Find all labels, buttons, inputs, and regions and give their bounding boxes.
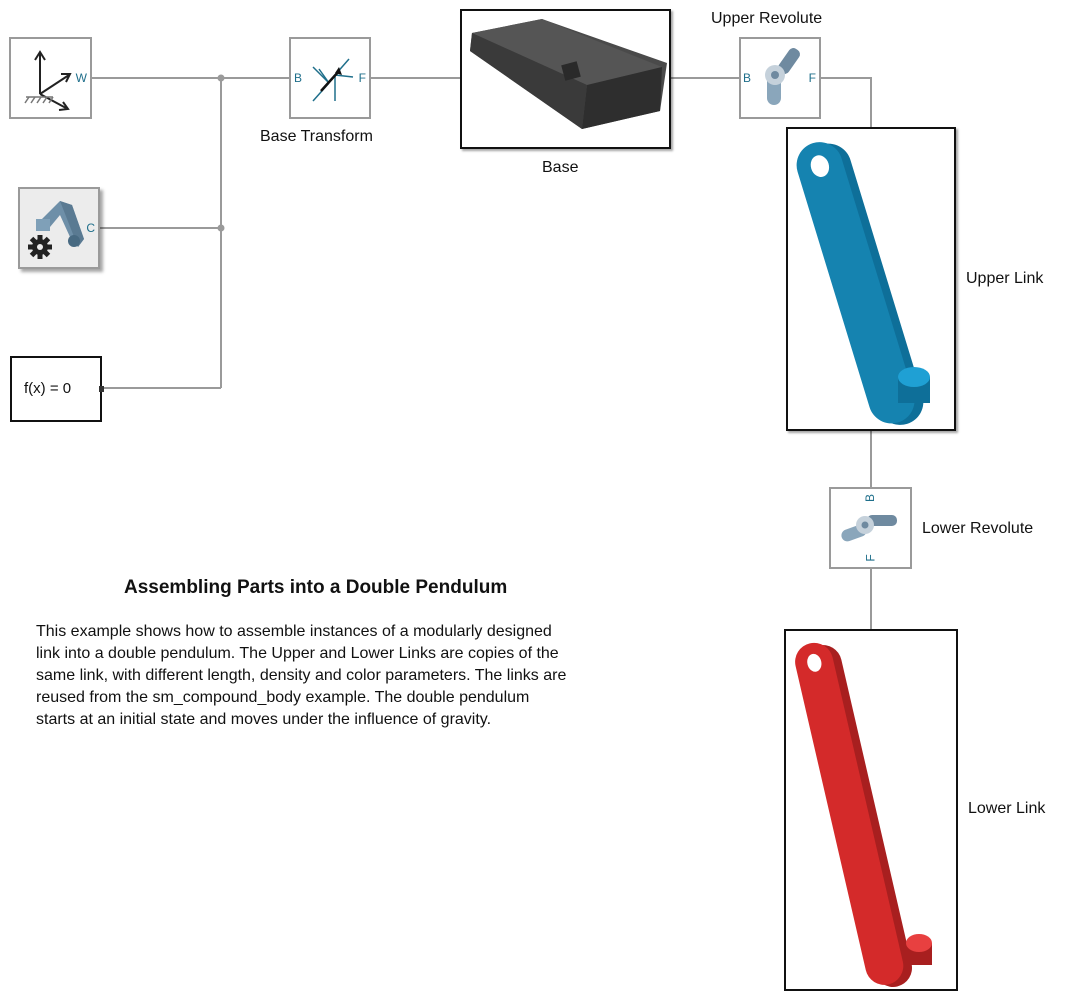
junction-dot	[217, 74, 225, 82]
lower-link-label: Lower Link	[968, 800, 1046, 817]
revolute-joint-icon	[841, 515, 897, 542]
port-b-label: B	[294, 71, 303, 85]
port-b-label: B	[743, 71, 752, 85]
lower-revolute-block[interactable]: B F	[829, 487, 912, 569]
annotation-line: link into a double pendulum. The Upper a…	[36, 645, 559, 662]
transform-frames-icon	[312, 58, 354, 102]
port-c-label: C	[86, 221, 95, 235]
world-frame-icon	[24, 50, 72, 111]
port-b-label: B	[863, 493, 878, 503]
annotation-line: starts at an initial state and moves und…	[36, 711, 492, 728]
port-f-label: F	[863, 554, 878, 562]
annotation-title: Assembling Parts into a Double Pendulum	[124, 577, 508, 598]
base-transform-label: Base Transform	[260, 128, 373, 145]
upper-link-part-icon	[796, 142, 930, 425]
upper-revolute-label: Upper Revolute	[711, 10, 823, 27]
annotation-line: reused from the sm_compound_body example…	[36, 689, 530, 706]
base-transform-block[interactable]: B F	[289, 37, 371, 119]
port-f-label: F	[808, 71, 816, 85]
annotation-line: This example shows how to assemble insta…	[36, 623, 552, 640]
annotation-description: This example shows how to assemble insta…	[36, 621, 716, 731]
base-label: Base	[542, 159, 579, 176]
port-w-label: W	[75, 71, 87, 85]
world-frame-block[interactable]: W	[9, 37, 92, 119]
lower-revolute-label: Lower Revolute	[922, 520, 1034, 537]
constraint-expression: f(x) = 0	[24, 380, 72, 397]
base-block[interactable]	[460, 9, 671, 149]
solver-constraint-block[interactable]: f(x) = 0	[10, 356, 104, 422]
upper-revolute-block[interactable]: B F	[739, 37, 821, 119]
constraint-port	[99, 386, 104, 392]
port-f-label: F	[358, 71, 366, 85]
upper-link-label: Upper Link	[966, 270, 1044, 287]
robot-arm-gear-icon	[20, 189, 98, 267]
annotation-line: same link, with different length, densit…	[36, 667, 567, 684]
revolute-joint-icon	[765, 48, 800, 105]
lower-link-part-icon	[795, 642, 932, 987]
base-plate-icon	[470, 19, 667, 129]
wire-revolute-to-upper-link	[820, 77, 872, 128]
junction-dot	[217, 224, 225, 232]
upper-link-block[interactable]	[786, 127, 956, 431]
mechanism-configuration-block[interactable]: C	[18, 187, 100, 269]
lower-link-block[interactable]	[784, 629, 958, 991]
